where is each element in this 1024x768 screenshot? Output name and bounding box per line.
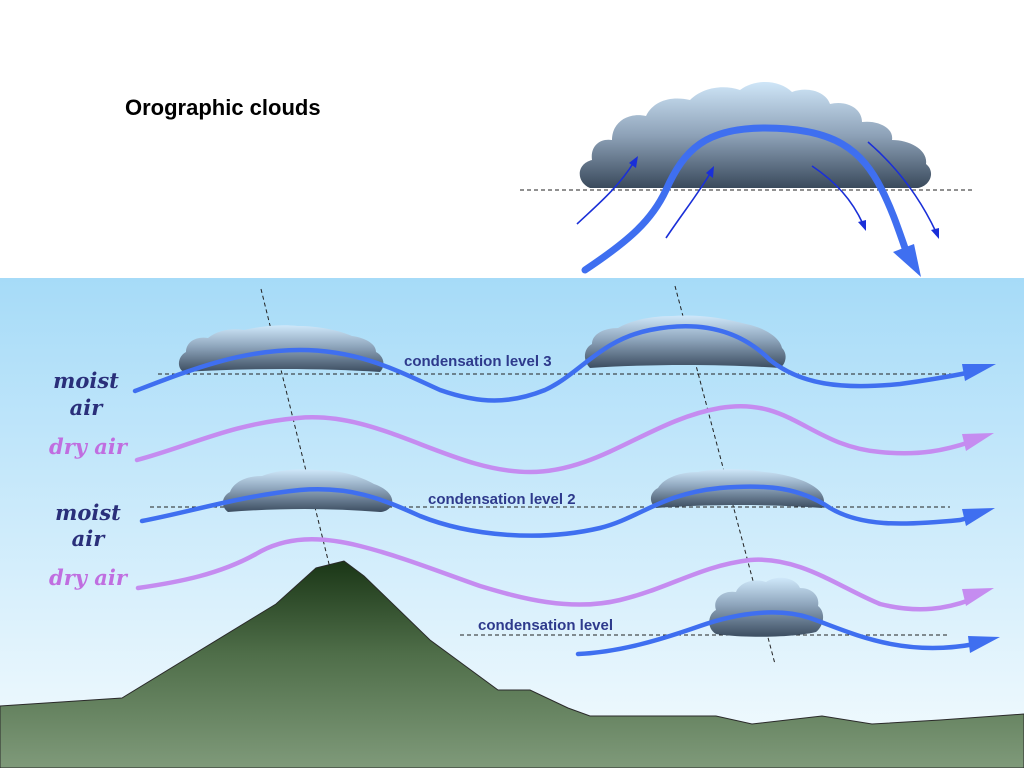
moist-air-label-2-line1: moist xyxy=(55,500,121,525)
dry-air-stream-upper xyxy=(134,404,973,475)
inset-cloud xyxy=(579,81,932,188)
inset-small-arrow-1 xyxy=(576,161,635,225)
moist-air-label-2-line2: air xyxy=(72,526,107,551)
inset-main-arrowhead xyxy=(893,244,921,277)
inset-small-arrow-4 xyxy=(867,141,937,233)
dry-air-stream-lower xyxy=(135,537,973,612)
inset-cloud-diagram xyxy=(520,81,975,277)
moist-air-stream-lower xyxy=(139,484,975,538)
cloud-upper-right xyxy=(584,315,786,368)
tilted-axis-line-left xyxy=(260,288,331,569)
inset-small-arrowhead-2 xyxy=(706,166,714,178)
inset-small-arrowhead-1 xyxy=(629,156,638,168)
inset-small-arrow-3 xyxy=(811,165,864,225)
inset-small-arrow-2 xyxy=(665,171,712,239)
page-title: Orographic clouds xyxy=(125,95,321,120)
inset-small-arrowhead-3 xyxy=(858,220,866,231)
cloud-lower-small xyxy=(709,577,824,637)
moist-air-arrowhead-lower xyxy=(962,508,995,526)
dry-air-arrowhead-lower xyxy=(962,588,994,606)
condensation-level-2-label: condensation level 2 xyxy=(428,491,576,508)
dry-air-label-2: dry air xyxy=(49,565,129,590)
inset-small-arrowhead-4 xyxy=(931,228,939,239)
condensation-level-3-label: condensation level 3 xyxy=(404,353,552,370)
condensation-level-label: condensation level xyxy=(478,617,613,634)
moist-air-label-1-line2: air xyxy=(70,395,105,420)
moist-air-arrowhead-bottom xyxy=(968,636,1000,653)
mountain xyxy=(0,560,1024,768)
dry-air-label-1: dry air xyxy=(49,434,129,459)
moist-air-stream-bottom xyxy=(575,610,978,657)
moist-air-arrowhead-upper xyxy=(962,364,996,381)
moist-air-label-1-line1: moist xyxy=(53,368,119,393)
inset-main-airflow xyxy=(581,124,909,274)
dry-air-arrowhead-upper xyxy=(962,433,994,451)
moist-air-stream-upper xyxy=(132,324,975,403)
